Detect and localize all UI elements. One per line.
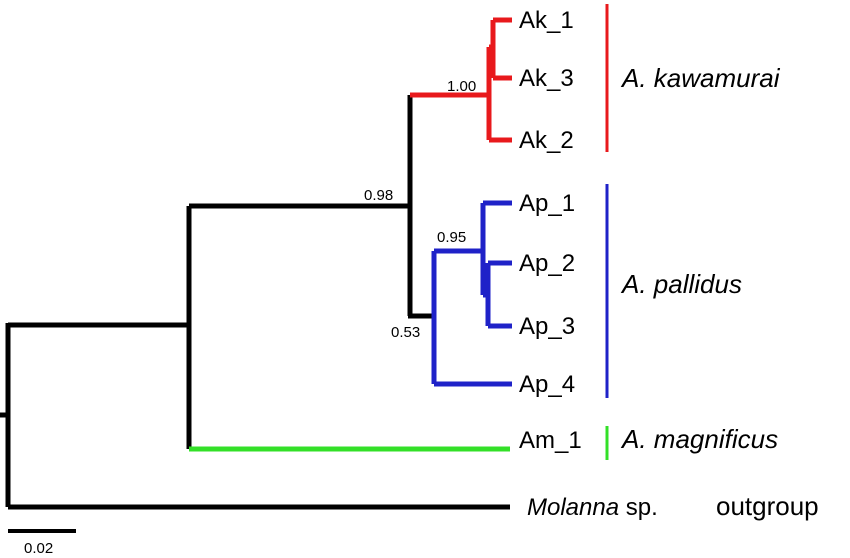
scale-bar-label: 0.02 [24,540,53,557]
leaf-label-ak2: Ak_2 [519,127,574,154]
leaf-label-molanna-sp: sp. [619,494,658,521]
support-value-pallidus-inner: 0.95 [437,229,466,246]
clade-label-outgroup: outgroup [716,491,819,521]
clade-label-magnificus: A. magnificus [620,424,778,454]
leaf-label-ap1: Ap_1 [519,190,575,217]
leaf-label-ap4: Ap_4 [519,371,575,398]
leaf-label-am1: Am_1 [519,427,582,454]
leaf-label-ak3: Ak_3 [519,65,574,92]
leaf-label-molanna-genus: Molanna [527,494,619,521]
leaf-label-ak1: Ak_1 [519,7,574,34]
clade-label-pallidus: A. pallidus [620,269,742,299]
support-value-ingroup: 0.98 [364,187,393,204]
leaf-label-ap3: Ap_3 [519,313,575,340]
support-value-pallidus: 0.53 [391,324,420,341]
leaf-label-molanna: Molanna sp. [527,494,658,521]
support-value-kawamurai: 1.00 [447,78,476,95]
leaf-label-ap2: Ap_2 [519,250,575,277]
clade-label-kawamurai: A. kawamurai [620,63,781,93]
